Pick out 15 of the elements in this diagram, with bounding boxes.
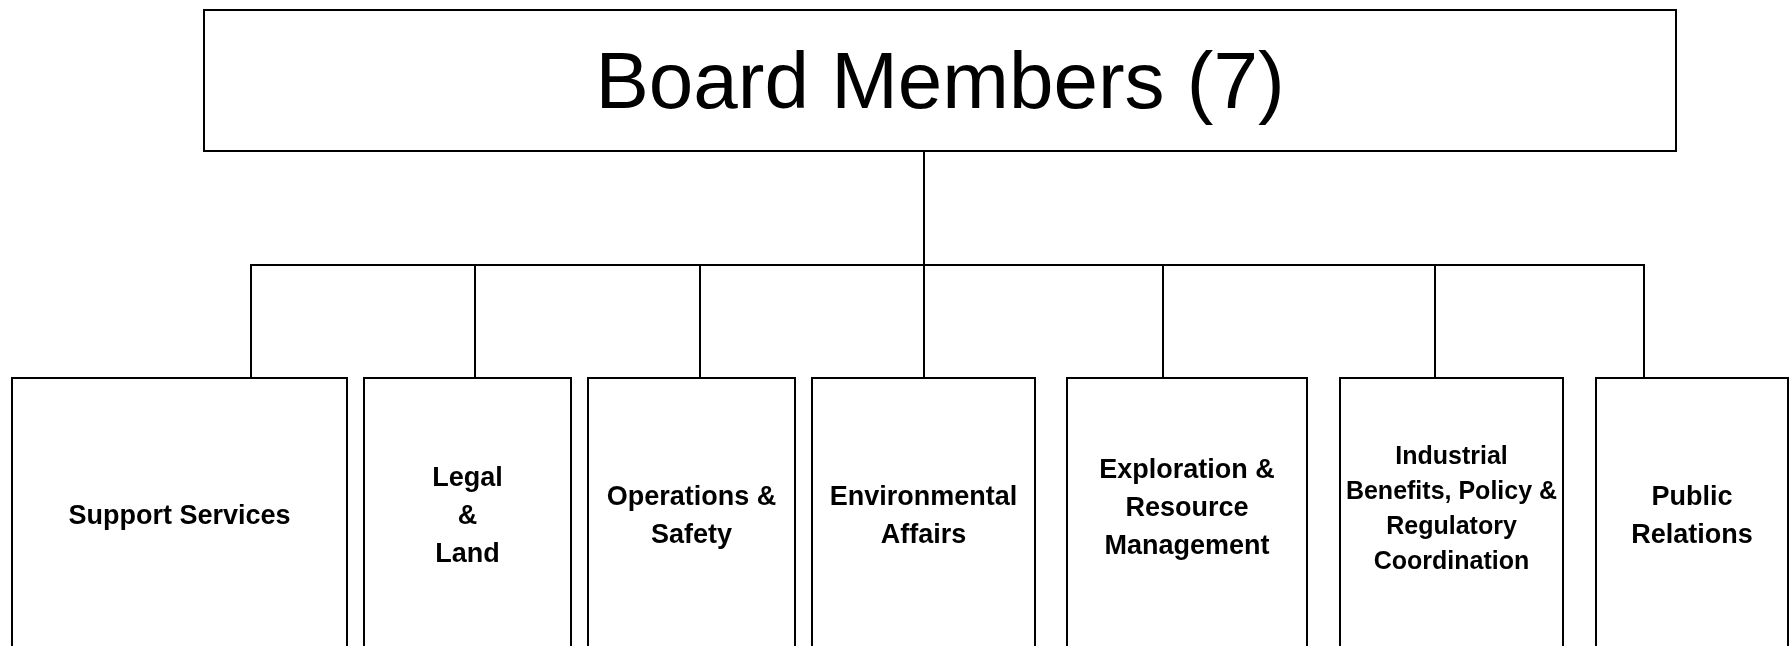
department-box: [1066, 377, 1308, 646]
department-name: Environmental Affairs: [828, 480, 1019, 551]
department-name: Public Relations: [1630, 480, 1754, 551]
department-box: [1595, 377, 1789, 646]
department-box: [11, 377, 348, 646]
department-name: Legal & Land: [431, 461, 504, 570]
title-box: [203, 9, 1677, 152]
department-name: Support Services: [68, 499, 291, 533]
department-name: Exploration & Resource Management: [1098, 453, 1276, 562]
department-box: [1339, 377, 1564, 646]
department-name: Industrial Benefits, Policy & Regulatory Coordination: [1344, 440, 1559, 576]
department-name: Operations & Safety: [606, 480, 777, 551]
department-box: [587, 377, 796, 646]
department-box: [811, 377, 1036, 646]
department-box: [363, 377, 572, 646]
